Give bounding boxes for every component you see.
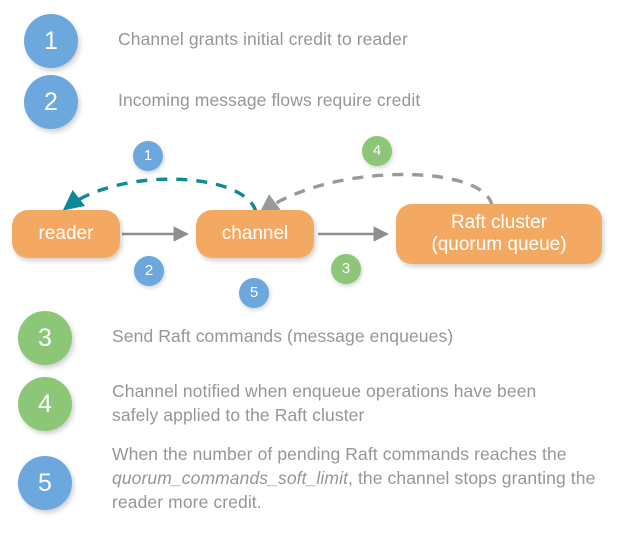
legend-text-5-part2: , the channel stops granting the reader … [112,468,596,512]
legend-text-2: Incoming message flows require credit [118,90,421,110]
legend-text-5-part1: When the number of pending Raft commands… [112,444,567,464]
legend-text-5: When the number of pending Raft commands… [112,442,618,514]
diagram-marker-5: 5 [239,278,269,308]
arrow-1-credit-grant [62,177,258,213]
node-channel-label: channel [221,223,289,244]
arrow-4-raft-notify [258,172,494,215]
node-channel[interactable]: channel [196,210,314,258]
node-raft-label-line1: Raft cluster [450,212,548,233]
node-raft-cluster[interactable]: Raft cluster (quorum queue) [396,204,602,264]
diagram-marker-1: 1 [133,141,163,171]
node-raft-label-line2: (quorum queue) [431,234,567,255]
legend-bullet-5: 5 [18,456,72,510]
diagram-marker-2: 2 [134,256,164,286]
legend-text-3: Send Raft commands (message enqueues) [112,326,454,346]
diagram-arrows [62,172,494,242]
legend-item-4: 4 Channel notified when enqueue operatio… [18,377,608,431]
credit-flow-diagram: reader channel Raft cluster (quorum queu… [0,128,625,308]
legend-text-1: Channel grants initial credit to reader [118,29,408,49]
diagram-marker-3: 3 [331,254,361,284]
legend-item-2: 2 Incoming message flows require credit [24,75,604,129]
legend-bullet-2: 2 [24,75,78,129]
node-reader[interactable]: reader [12,210,120,258]
diagram-marker-4: 4 [362,136,392,166]
legend-text-5-emphasis: quorum_commands_soft_limit [112,468,349,488]
legend-bullet-4: 4 [18,377,72,431]
legend-text-4: Channel notified when enqueue operations… [112,381,537,425]
node-reader-label: reader [38,223,94,244]
legend-item-1: 1 Channel grants initial credit to reade… [24,14,604,68]
legend-bullet-3: 3 [18,311,72,365]
legend-bullet-1: 1 [24,14,78,68]
legend-item-5: 5 When the number of pending Raft comman… [18,442,618,514]
legend-item-3: 3 Send Raft commands (message enqueues) [18,311,608,365]
